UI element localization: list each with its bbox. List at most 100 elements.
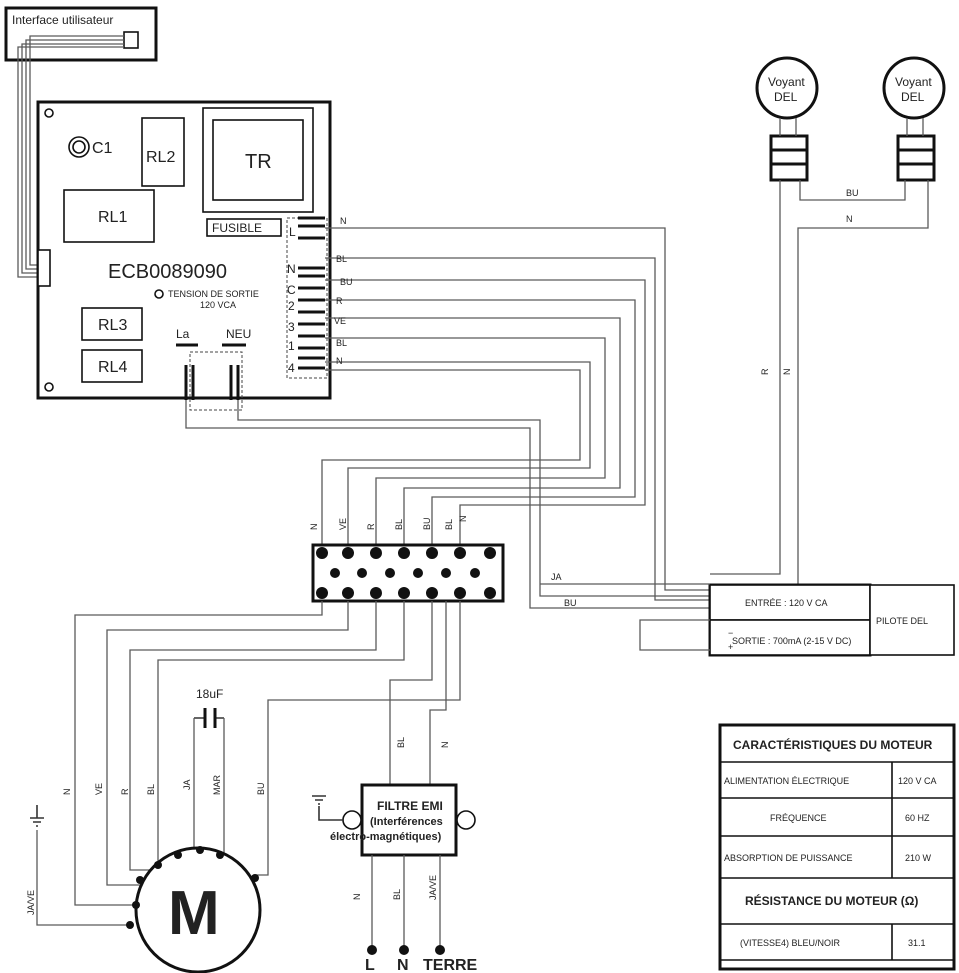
wire-n: [325, 361, 591, 545]
wire-la: [185, 400, 710, 609]
led-2-connector: [896, 134, 936, 182]
wire-ve: [325, 337, 606, 545]
wire-label-bl-2: BL: [336, 338, 347, 348]
capacitor-plates: [203, 708, 217, 728]
wire-label-r: R: [336, 296, 343, 306]
wire-motor-bu: [255, 601, 461, 876]
pin-2-label: 2: [288, 299, 295, 313]
output-wire-label-bl: BL: [392, 889, 402, 900]
driver-input: ENTRÉE : 120 V CA: [745, 598, 828, 608]
emi-filter: [360, 783, 458, 857]
specs-table: [718, 723, 956, 971]
wire-led-r-n: [710, 180, 929, 587]
specs-res-row-1-value: 31.1: [908, 938, 926, 948]
ui-ribbon-cable: [17, 35, 124, 278]
rl4-relay: [81, 349, 143, 383]
wire-bu: [325, 279, 646, 545]
led-1-line2: DEL: [774, 90, 798, 104]
strip-label-bl: BL: [394, 519, 404, 530]
strip-label-n: N: [309, 524, 319, 531]
wire-label-n: N: [340, 216, 347, 226]
motor-label: M: [168, 879, 220, 948]
driver-name: PILOTE DEL: [876, 616, 928, 626]
led-2-line2: DEL: [901, 90, 925, 104]
specs-title: CARACTÉRISTIQUES DU MOTEUR: [733, 737, 933, 752]
filter-mount-left: [342, 810, 362, 830]
specs-row-1-value: 120 V CA: [898, 776, 937, 786]
output-voltage-value: 120 VCA: [200, 300, 236, 310]
motor-wire-label-n: N: [62, 789, 72, 796]
wire-motor-ground: [36, 830, 130, 926]
la-label: La: [176, 327, 190, 341]
filter-ground-icon: [312, 795, 343, 821]
driver-input-cell: [709, 584, 871, 621]
specs-row-3-value: 210 W: [905, 853, 932, 863]
motor-wire-label-bu: BU: [256, 782, 266, 795]
output-terminal-terre: [435, 945, 445, 955]
motor-wire-label-ja: JA: [182, 779, 192, 790]
led-wire-label-bu: BU: [846, 188, 859, 198]
fuse-label: FUSIBLE: [212, 221, 262, 235]
neu-label: NEU: [226, 327, 251, 341]
wire-filter-input: [389, 601, 447, 785]
filter-wire-label-n: N: [440, 742, 450, 749]
tr-label: TR: [245, 151, 272, 173]
led-wire-label-n: N: [846, 214, 853, 224]
wire-motor-ve: [106, 601, 349, 886]
board-ui-connector: [37, 249, 51, 287]
led-2: [882, 56, 946, 120]
output-wire-label-n: N: [352, 894, 362, 901]
c1-capacitor-inner: [72, 140, 86, 154]
specs-table-grid: [720, 761, 954, 961]
rl2-label: RL2: [146, 149, 175, 166]
motor-wire-label-jave: JA/VE: [26, 890, 36, 915]
wire-neu: [237, 400, 710, 597]
board-mount-hole: [44, 382, 54, 392]
wire-label-bu: BU: [340, 277, 353, 287]
c1-label: C1: [92, 140, 113, 157]
pin-3-label: 3: [288, 320, 295, 334]
filter-line3: électro-magnétiques): [330, 831, 442, 843]
strip-label-bu: BU: [422, 517, 432, 530]
capacitor-value: 18uF: [196, 687, 223, 701]
motor-wire-label-ve: VE: [94, 783, 104, 795]
rl1-relay: [63, 189, 155, 243]
output-label-n: N: [397, 957, 409, 973]
strip-label-n-2: N: [458, 516, 468, 523]
pin-n-label: N: [287, 262, 296, 276]
strip-label-bl-2: BL: [444, 519, 454, 530]
rl4-label: RL4: [98, 359, 127, 376]
rl1-label: RL1: [98, 209, 127, 226]
wire-n-to-driver: [325, 227, 710, 591]
pin-1-label: 1: [288, 339, 295, 353]
specs-row-2-value: 60 HZ: [905, 813, 930, 823]
output-terminal-n: [399, 945, 409, 955]
wire-motor-n: [74, 601, 323, 906]
led-wire-label-n-2: N: [782, 369, 792, 376]
wire-filter-output: [371, 855, 441, 948]
output-wire-label-jave: JA/VE: [428, 875, 438, 900]
wire-n-2: [321, 369, 581, 545]
led-2-connector-bands: [898, 148, 934, 166]
driver-name-cell: [869, 584, 955, 656]
driver-output: SORTIE : 700mA (2-15 V DC): [732, 636, 851, 646]
driver-wire-label-ja: JA: [551, 572, 562, 582]
pin-4-label: 4: [288, 361, 295, 375]
led-2-line1: Voyant: [895, 75, 932, 89]
wire-r: [325, 317, 621, 545]
terminal-strip-screws: [316, 547, 496, 599]
ui-connector: [123, 31, 139, 49]
led-1: [755, 56, 819, 120]
specs-row-3-label: ABSORPTION DE PUISSANCE: [724, 853, 853, 863]
motor-wire-label-bl: BL: [146, 784, 156, 795]
motor-wire-label-r: R: [120, 788, 130, 795]
wire-led-bu: [799, 180, 906, 201]
filter-mount-right: [456, 810, 476, 830]
wire-bl: [325, 299, 636, 545]
led-leads: [779, 118, 924, 136]
pin-l-label: L: [289, 225, 296, 239]
rl3-label: RL3: [98, 317, 127, 334]
pin-header: [298, 216, 325, 370]
